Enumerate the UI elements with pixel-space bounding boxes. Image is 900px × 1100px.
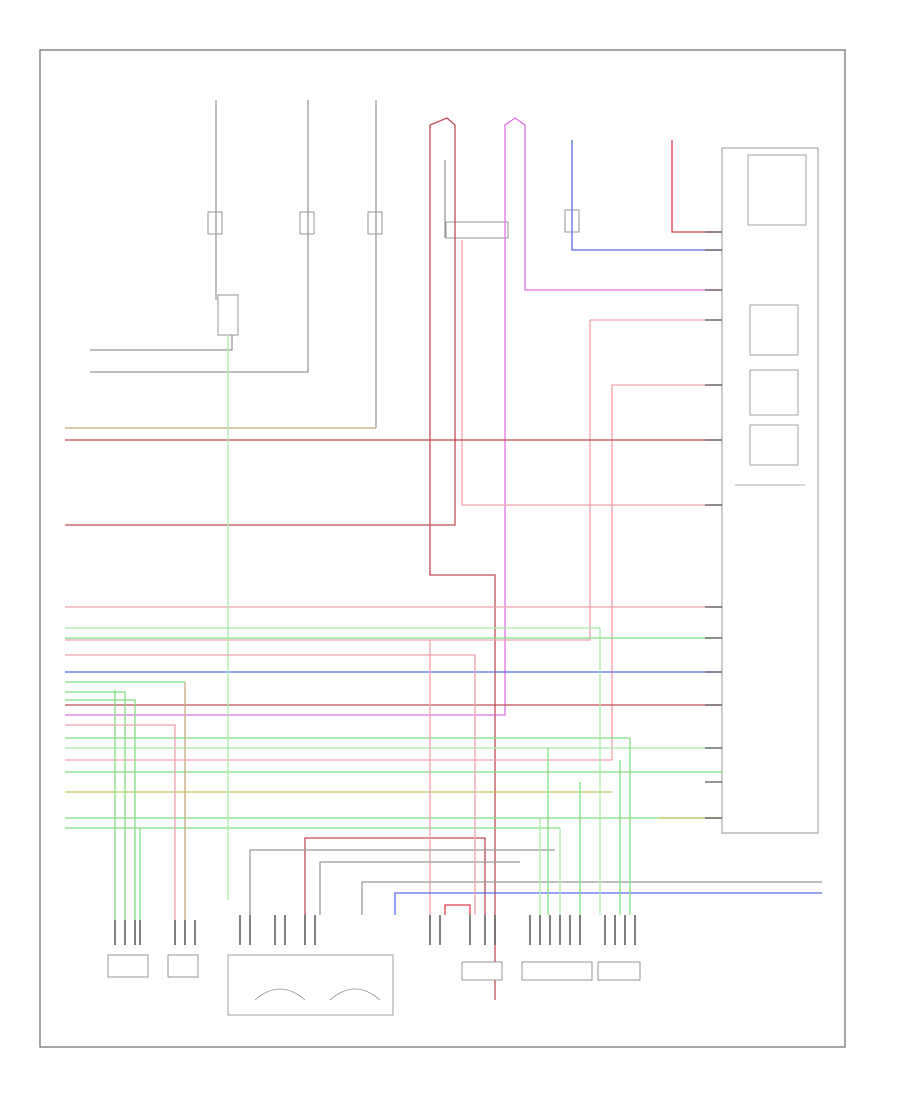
- module-subblock-top: [747, 154, 807, 226]
- gray-mid-drop-3: [361, 881, 822, 915]
- module-subblock-3: [749, 424, 799, 466]
- fuse-2: [299, 211, 315, 235]
- magenta-loop-wire: [504, 117, 722, 291]
- gauge-arc-1: [254, 988, 306, 1001]
- pink-feed-1: [65, 320, 591, 641]
- pink-mid-drop-2: [65, 654, 476, 915]
- diagram-border: [39, 49, 846, 1048]
- bottom-component-5: [597, 961, 641, 981]
- green-drop-2: [65, 691, 126, 920]
- red-mid-drop-2: [444, 904, 471, 915]
- red-mid-drop: [304, 837, 486, 915]
- bottom-panel-bracket: [227, 954, 394, 1016]
- feed-wire-4: [90, 335, 233, 351]
- red-down-wire: [429, 240, 496, 1000]
- module-subblock-1: [749, 304, 799, 356]
- bottom-component-1: [107, 954, 149, 978]
- fuse-1: [207, 211, 223, 235]
- red-loop-wire: [65, 117, 456, 526]
- junction-connector-top: [445, 221, 509, 239]
- module-pin-markers: [705, 231, 722, 819]
- bottom-component-2: [167, 954, 199, 978]
- red-feed-module: [671, 140, 722, 233]
- pink-feed-2: [65, 384, 722, 761]
- gray-mid-drop-2: [319, 861, 520, 915]
- gray-mid-drop-1: [249, 849, 555, 915]
- fuse-3: [367, 211, 383, 235]
- pink-loop-wire: [461, 240, 722, 506]
- pink-drop-1: [65, 724, 176, 920]
- bottom-component-3: [461, 961, 503, 981]
- bottom-connector-ticks: [114, 915, 636, 945]
- feed-wire-2: [90, 100, 309, 373]
- gauge-arc-2: [329, 988, 381, 1001]
- control-module-box: [721, 147, 819, 834]
- blue-feed-module: [571, 140, 722, 251]
- bottom-component-4: [521, 961, 593, 981]
- blue-mid-drop: [394, 892, 822, 915]
- relay-box: [217, 294, 239, 336]
- magenta-down-wire: [65, 240, 506, 716]
- green-drop-3: [65, 699, 136, 920]
- module-subblock-2: [749, 369, 799, 416]
